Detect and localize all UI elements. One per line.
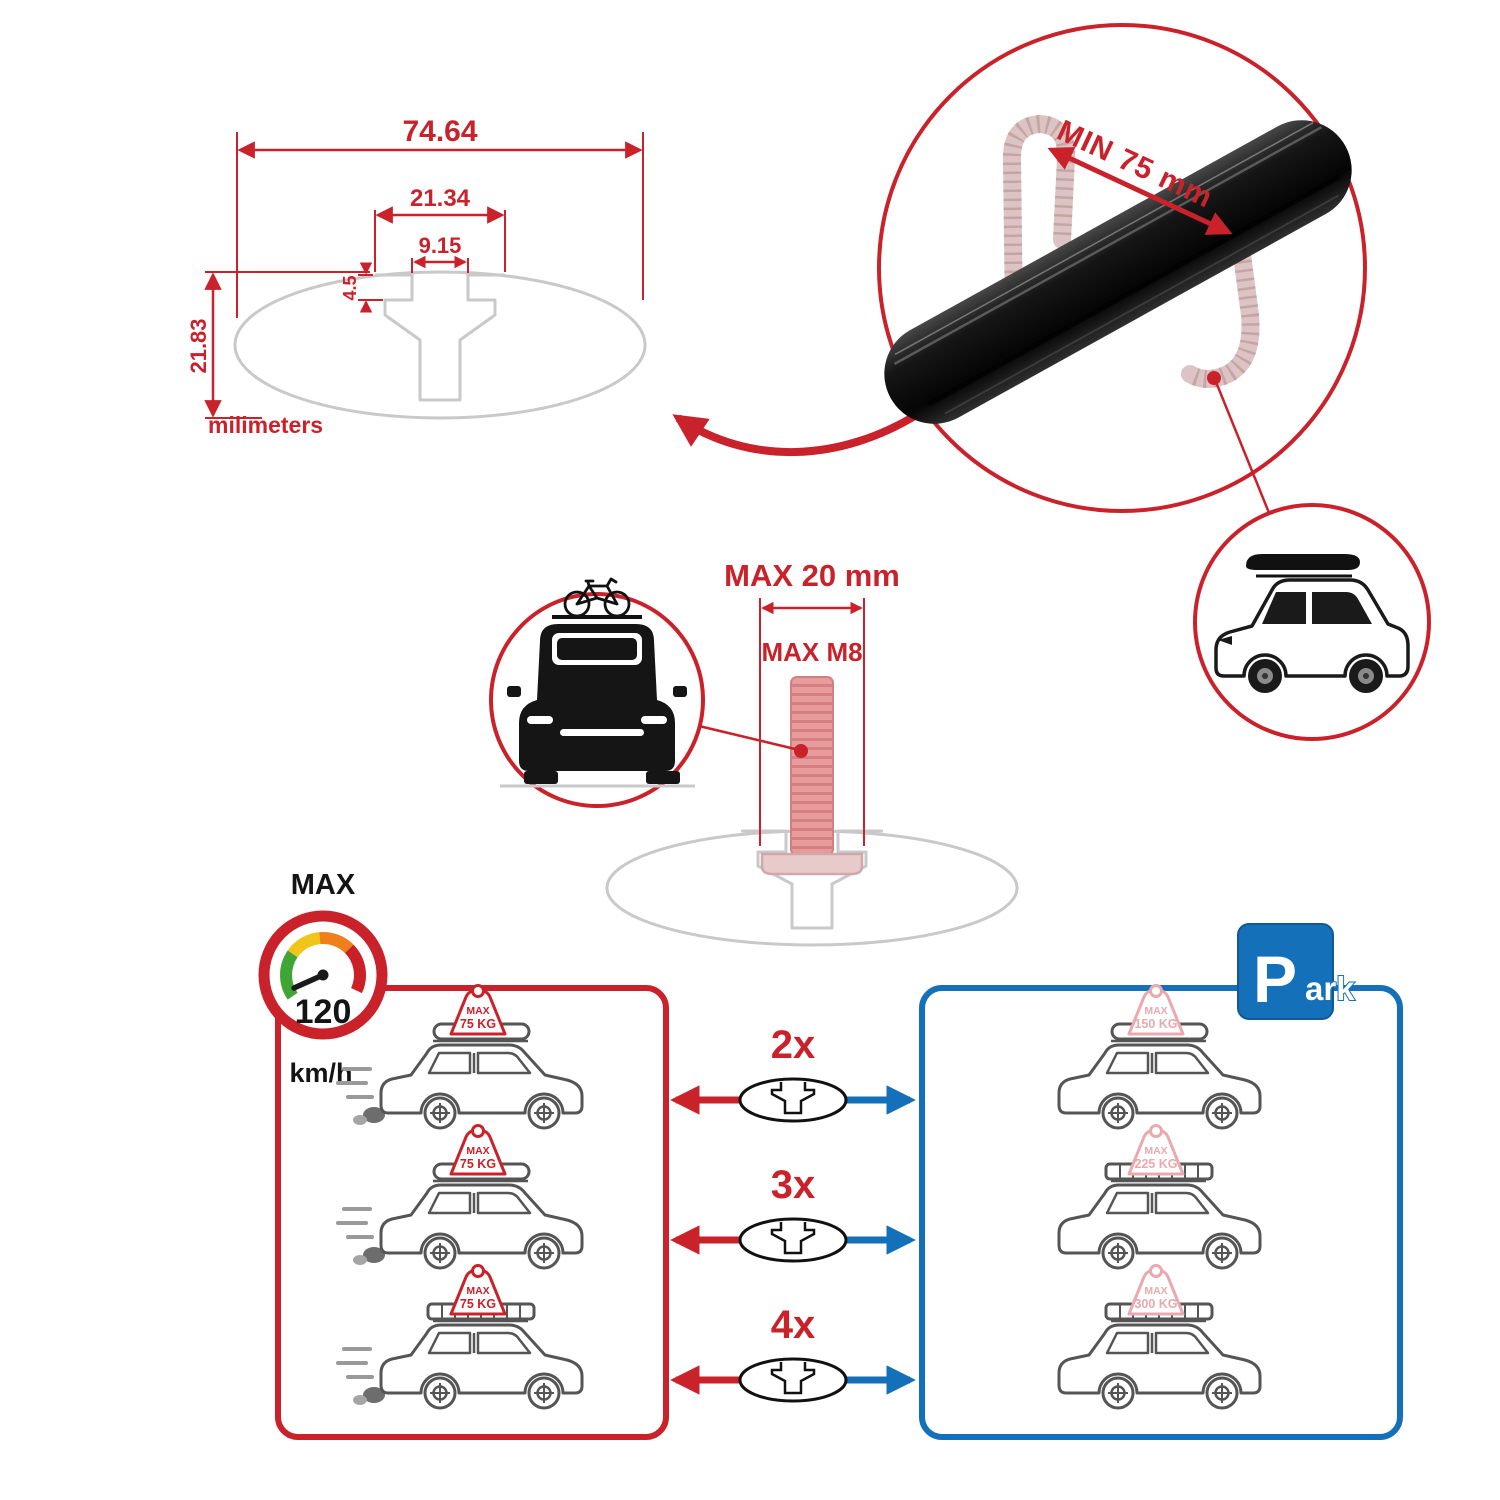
bar-count-label: 2x [771, 1023, 816, 1067]
load-badge: MAX 75 KG [449, 1264, 507, 1316]
svg-text:150 KG: 150 KG [1134, 1017, 1177, 1031]
dim-lip-depth: 4.5 [340, 275, 360, 300]
bar-count-label: 4x [771, 1303, 816, 1347]
multiplier-row-3x: 3x [670, 1163, 916, 1263]
driving-car-1: MAX 75 KG [336, 984, 584, 1130]
roofbox-suv-circle [1193, 503, 1431, 741]
speed-max-label: MAX [291, 869, 356, 901]
profile-dimension-diagram: 74.64 21.34 9.15 4.5 21.83 milimeters [186, 115, 647, 438]
load-badge: MAX 150 KG [1127, 984, 1185, 1036]
svg-text:225 KG: 225 KG [1134, 1157, 1177, 1171]
svg-text:75 KG: 75 KG [460, 1017, 496, 1031]
bolt-max-length-label: MAX 20 mm [724, 558, 900, 593]
svg-text:MAX: MAX [466, 1005, 489, 1017]
load-badge: MAX 300 KG [1127, 1264, 1185, 1316]
u-bolt-ghost-right [1181, 216, 1260, 388]
parking-sign-suffix: ark [1305, 970, 1355, 1007]
u-bolt-ghost-left [1003, 114, 1076, 327]
speedometer: MAX 120 km/h [258, 869, 388, 1088]
dimension-extension-lines [205, 132, 644, 419]
bolt-max-thread-label: MAX M8 [761, 637, 862, 667]
svg-text:75 KG: 75 KG [460, 1157, 496, 1171]
load-badge: MAX 75 KG [449, 984, 507, 1036]
bolt-extension-lines [759, 598, 865, 846]
multiplier-row-4x: 4x [670, 1303, 916, 1403]
driving-car-2: MAX 75 KG [336, 1124, 584, 1270]
dim-total-width: 74.64 [402, 115, 477, 148]
crossbar-profile-outline [233, 270, 647, 420]
dim-total-height: 21.83 [186, 318, 211, 373]
fixing-point-dot [1207, 371, 1221, 385]
speed-gauge-arc [280, 931, 366, 1000]
speed-needle-hub [317, 969, 329, 981]
bar-count-label: 3x [771, 1163, 816, 1207]
suv-roofbox-icon [1214, 554, 1410, 693]
bike-car-circle [489, 577, 705, 808]
parked-car-1: MAX 150 KG [1057, 984, 1262, 1130]
svg-text:MAX: MAX [466, 1145, 489, 1157]
multiplier-row-2x: 2x [670, 1023, 916, 1123]
crossbar-profile-icon [738, 1357, 848, 1403]
t-slot-channel-outline [375, 273, 505, 402]
svg-text:MAX: MAX [1144, 1145, 1167, 1157]
min-span-arrow [1047, 147, 1233, 235]
svg-text:300 KG: 300 KG [1134, 1297, 1177, 1311]
leader-from-bike-circle [698, 724, 796, 751]
dim-channel-width: 21.34 [410, 185, 471, 212]
bolt-diagram: MAX 20 mm MAX M8 [605, 558, 1019, 947]
parking-sign-letter: P [1253, 942, 1297, 1016]
dim-slot-width: 9.15 [419, 233, 462, 258]
bolt-point-dot [794, 744, 808, 758]
svg-text:MAX: MAX [466, 1285, 489, 1297]
pointer-arrow-to-profile [672, 410, 921, 457]
parked-car-2: MAX 225 KG [1057, 1124, 1262, 1270]
crossbar-profile-icon [738, 1217, 848, 1263]
profile-channel-icon [770, 1362, 816, 1395]
load-badge: MAX 225 KG [1127, 1124, 1185, 1176]
profile-channel-icon [770, 1082, 816, 1115]
ghost-channel-outline [741, 829, 883, 930]
svg-text:75 KG: 75 KG [460, 1297, 496, 1311]
speed-value: 120 [295, 993, 352, 1031]
dimension-arrow-lines [204, 141, 643, 418]
bolt-icon [760, 676, 864, 876]
units-label: milimeters [208, 412, 323, 438]
load-badge: MAX 75 KG [449, 1124, 507, 1176]
parking-sign: P ark [1237, 923, 1356, 1020]
crossbar-3d-icon [884, 120, 1352, 424]
svg-text:MAX: MAX [1144, 1285, 1167, 1297]
car-front-icon [500, 624, 695, 788]
svg-text:MAX: MAX [1144, 1005, 1167, 1017]
driving-car-3: MAX 75 KG [336, 1264, 584, 1410]
profile-channel-icon [770, 1222, 816, 1255]
crossbar-profile-icon [738, 1077, 848, 1123]
parked-car-3: MAX 300 KG [1057, 1264, 1262, 1410]
crossbar-detail-circle: MIN 75 mm [877, 23, 1367, 513]
bicycle-icon [563, 577, 631, 618]
